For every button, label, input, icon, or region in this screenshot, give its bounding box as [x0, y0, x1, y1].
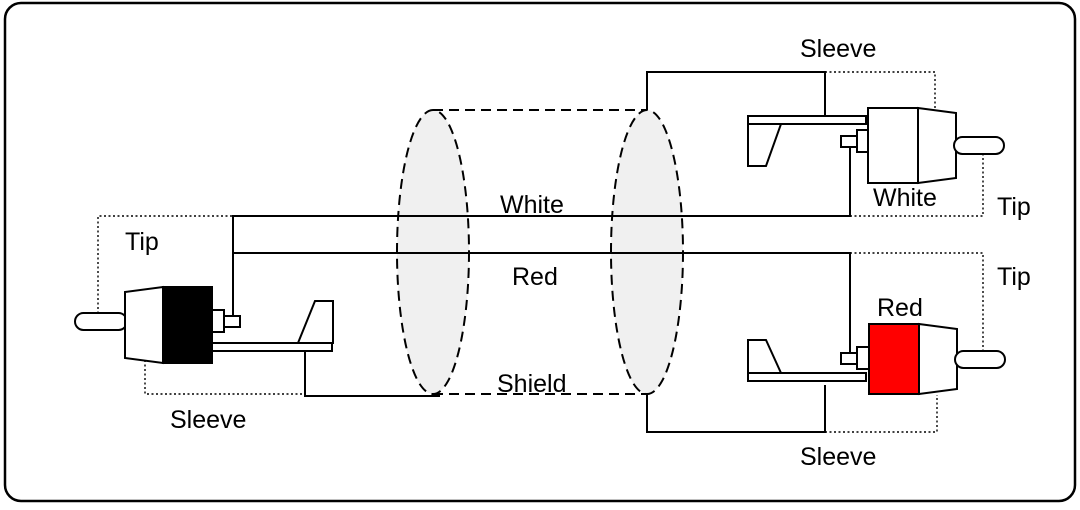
- left-plug-color-band: [162, 286, 213, 364]
- top-plug-strain-tab: [747, 123, 783, 167]
- bottom-tip-label: Tip: [997, 263, 1031, 291]
- left-tip-label: Tip: [125, 228, 159, 256]
- bottom-sleeve-leader: [825, 395, 938, 433]
- left-plug-ground-strap: [211, 342, 333, 352]
- bottom-plug-terminal-tip: [840, 352, 858, 365]
- bottom-plug-collar: [918, 322, 958, 396]
- top-sleeve-label: Sleeve: [800, 35, 876, 63]
- left-rca-plug: [74, 285, 334, 365]
- top-plug-terminal-tip: [840, 135, 858, 148]
- shield-wire-top: [646, 71, 826, 115]
- bottom-sleeve-label: Sleeve: [800, 443, 876, 471]
- top-sleeve-leader: [825, 71, 936, 110]
- bottom-plug-terminal: [856, 346, 870, 370]
- top-tip-label: Tip: [997, 193, 1031, 221]
- bottom-plug-strain-tab: [747, 339, 783, 374]
- top-plug-white-label: White: [873, 184, 937, 212]
- left-plug-terminal: [211, 309, 225, 333]
- left-plug-strain-tab: [296, 300, 334, 344]
- bottom-plug-color-band: [868, 323, 920, 395]
- white-wire: [232, 140, 851, 320]
- top-plug-collar: [917, 106, 957, 185]
- red-wire-label: Red: [512, 263, 558, 291]
- top-plug-color-band: [867, 107, 919, 184]
- top-rca-plug: [747, 106, 1005, 185]
- left-plug-collar: [124, 285, 164, 365]
- bottom-plug-pin: [954, 350, 1006, 369]
- left-plug-pin: [74, 312, 128, 331]
- top-plug-ground-strap: [747, 115, 867, 125]
- left-sleeve-label: Sleeve: [170, 406, 246, 434]
- left-plug-terminal-tip: [223, 315, 241, 328]
- top-plug-pin: [953, 136, 1005, 155]
- shield-wire-left: [304, 350, 440, 397]
- white-wire-label: White: [500, 191, 564, 219]
- left-sleeve-leader: [144, 360, 305, 395]
- bottom-plug-red-label: Red: [877, 294, 923, 322]
- labels: Tip Sleeve White Red Shield Sleeve White…: [125, 35, 1031, 471]
- shield-label: Shield: [497, 370, 567, 398]
- bottom-plug-ground-strap: [747, 372, 867, 382]
- bottom-rca-plug: [747, 322, 1006, 396]
- dotted-leaders: [97, 71, 984, 433]
- shield-wire-bottom: [646, 385, 826, 433]
